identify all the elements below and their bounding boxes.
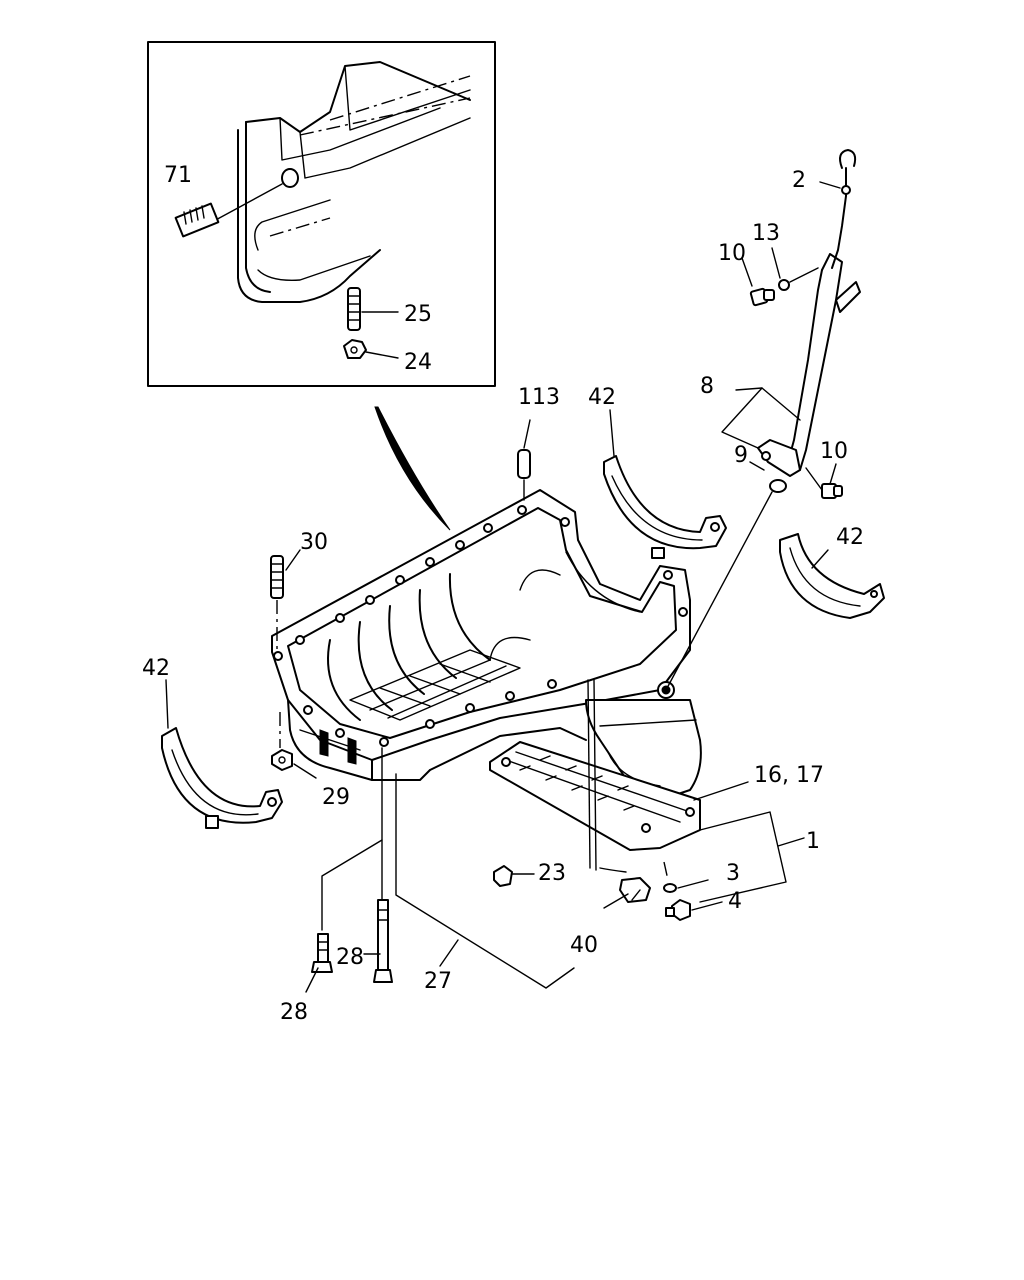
bolt-10-lower xyxy=(821,483,843,499)
inset-frame xyxy=(147,41,496,387)
part-labels: 71 25 24 2 13 10 8 9 10 113 42 42 42 30 … xyxy=(142,163,864,1025)
nut-29 xyxy=(271,712,317,779)
label-113: 113 xyxy=(518,385,560,410)
detail-pointer-arc xyxy=(374,406,451,531)
label-8: 8 xyxy=(700,374,714,399)
label-9: 9 xyxy=(734,443,748,468)
drain-fitting-40 xyxy=(587,679,651,903)
leader-lines xyxy=(165,181,841,993)
stud-30 xyxy=(270,549,301,650)
bolt-28-long xyxy=(373,747,393,983)
flange-bolt-holes xyxy=(273,505,688,747)
stud-25 xyxy=(347,287,399,331)
label-10-lower: 10 xyxy=(820,439,848,464)
o-ring-9 xyxy=(769,479,787,493)
nut-24 xyxy=(343,339,399,359)
label-42-left: 42 xyxy=(142,656,170,681)
inset-detail xyxy=(147,41,496,387)
label-24: 24 xyxy=(404,350,432,375)
bolt-10-upper xyxy=(749,287,775,307)
label-1: 1 xyxy=(806,829,820,854)
drain-plug-4 xyxy=(665,899,723,921)
label-10-upper: 10 xyxy=(718,241,746,266)
label-71: 71 xyxy=(164,163,192,188)
seal-retainer-42-left xyxy=(161,727,283,829)
label-27: 27 xyxy=(424,969,452,994)
label-23: 23 xyxy=(538,861,566,886)
seal-retainer-42-top xyxy=(603,455,727,559)
label-42-right: 42 xyxy=(836,525,864,550)
label-3: 3 xyxy=(726,861,740,886)
label-2: 2 xyxy=(792,168,806,193)
label-4: 4 xyxy=(728,889,742,914)
label-25: 25 xyxy=(404,302,432,327)
label-28-middle: 28 xyxy=(336,945,364,970)
label-16-17: 16, 17 xyxy=(754,763,824,788)
label-30: 30 xyxy=(300,530,328,555)
label-13: 13 xyxy=(752,221,780,246)
bolt-28-short xyxy=(311,933,333,973)
dipstick-assembly xyxy=(665,149,861,691)
stud-71 xyxy=(174,183,283,238)
label-28-lower: 28 xyxy=(280,1000,308,1025)
label-42-top: 42 xyxy=(588,385,616,410)
label-40: 40 xyxy=(570,933,598,958)
washer-13 xyxy=(778,279,790,291)
bolt-23 xyxy=(493,865,535,887)
gasket-3 xyxy=(663,861,709,893)
label-29: 29 xyxy=(322,785,350,810)
dowel-pin-113 xyxy=(517,419,531,501)
inset-casting xyxy=(237,61,471,303)
seal-retainer-42-right xyxy=(779,533,885,619)
